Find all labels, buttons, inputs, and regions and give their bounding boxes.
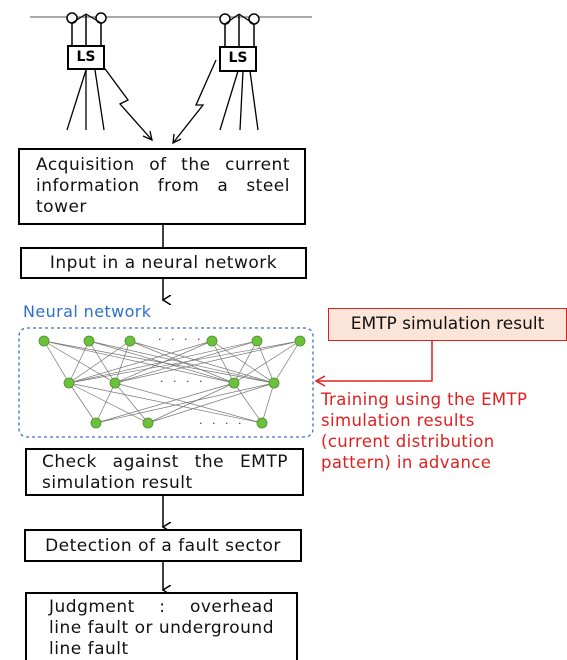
nn-edge [147,382,235,424]
nn-node-layer-1 [206,335,218,347]
nn-node-layer-2 [63,377,75,389]
tower-right [172,13,260,145]
nn-ellipsis-top: · · · · [158,333,204,346]
step-detection: Detection of a fault sector [24,529,302,562]
nn-node-layer-2 [109,377,121,389]
nn-edge [129,340,235,384]
nn-ellipsis-mid: · · · · [160,375,206,388]
nn-edge [43,340,275,384]
nn-edge [233,382,263,424]
nn-edge [114,382,149,424]
nn-edge [95,382,116,424]
training-note-line: pattern) in advance [321,453,492,472]
nn-edge [43,340,70,384]
nn-edge [114,382,263,424]
insulator-ring [66,12,78,24]
nn-edge [95,382,275,424]
nn-edge [68,340,301,384]
nn-edge [68,340,90,384]
nn-edge [68,340,258,384]
nn-edge [211,340,275,384]
training-note-line: simulation results [321,411,475,430]
nn-edge [261,382,275,424]
neural-network-title: Neural network [23,302,152,321]
nn-ellipsis-bottom: · · · · [199,417,245,430]
training-note-line: Training using the EMTP [321,390,528,409]
emtp-simulation-result-box: EMTP simulation result [328,308,567,341]
nn-node-layer-3 [142,417,154,429]
nn-node-layer-3 [256,417,268,429]
nn-node-layer-1 [251,335,263,347]
signal-bolt-left [99,61,153,141]
nn-edge [68,340,131,384]
signal-bolt-right [172,59,217,144]
nn-node-layer-1 [38,335,50,347]
nn-edge [147,382,275,424]
training-note-line: (current distribution [321,432,495,451]
step-input: Input in a neural network [20,247,307,279]
nn-edge [68,340,213,384]
neural-network-frame [18,327,314,438]
nn-node-layer-2 [228,377,240,389]
nn-node-layer-3 [90,417,102,429]
nn-edge [233,340,301,384]
step-acquisition: Acquisition of the current information f… [18,148,306,225]
step-check: Check against the EMTP simulation result [25,448,304,496]
nn-edge [68,382,149,424]
nn-edge [114,340,301,384]
insulator-ring [248,13,260,25]
nn-edge [273,340,301,384]
ls-sensor-right: LS [219,46,257,72]
tower-left [66,12,153,142]
training-note: Training using the EMTP simulation resul… [321,389,527,473]
nn-edge [43,340,235,384]
training-connector [318,340,433,382]
insulator-ring [219,13,231,25]
nn-edge [129,340,275,384]
step-judgment: Judgment : overhead line fault or underg… [25,592,298,660]
nn-edge [95,382,235,424]
nn-node-layer-2 [268,377,280,389]
ls-sensor-left: LS [67,45,105,70]
nn-node-layer-1 [294,335,306,347]
nn-edge [233,340,258,384]
nn-edge [114,340,131,384]
nn-edge [88,340,116,384]
nn-edge [211,340,235,384]
neural-network-nodes [38,335,306,429]
nn-edge [43,340,116,384]
nn-node-layer-1 [83,335,95,347]
nn-node-layer-1 [124,335,136,347]
neural-network-edges [43,340,301,424]
nn-edge [68,382,97,424]
